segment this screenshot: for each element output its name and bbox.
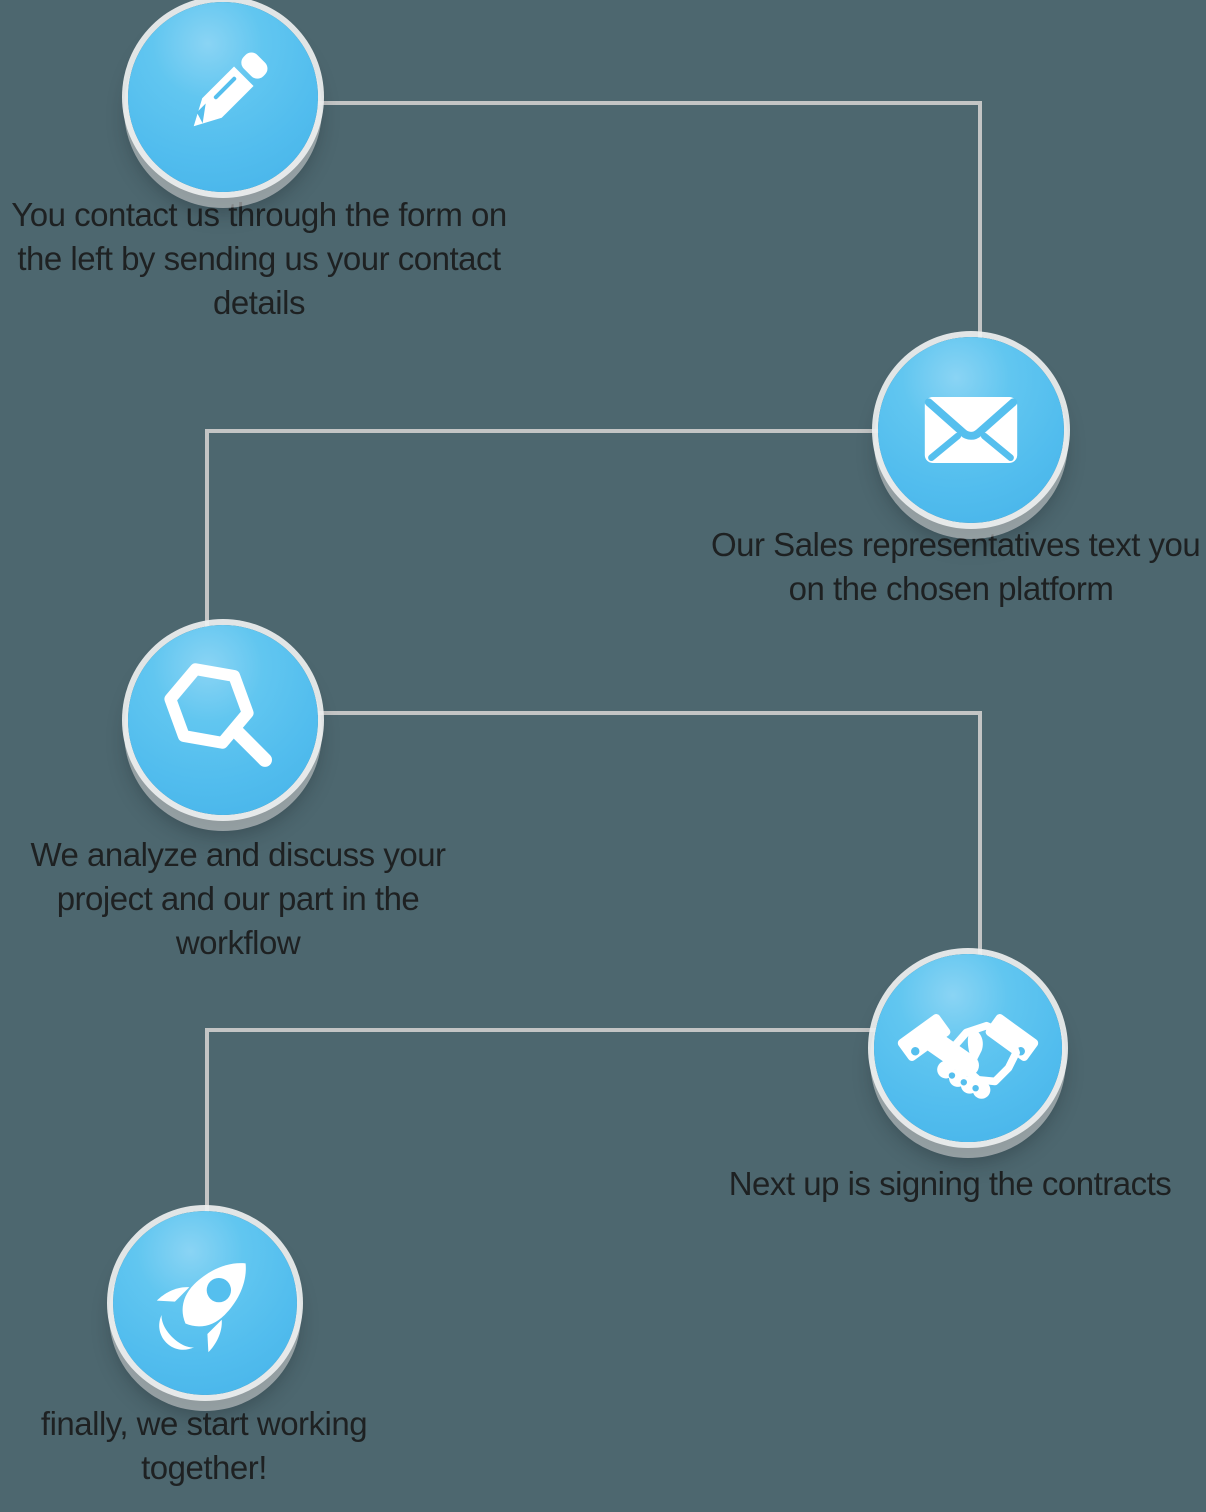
- step-1-caption: You contact us through the form on the l…: [0, 193, 521, 325]
- caption-line: You contact us through the form on: [11, 196, 507, 233]
- caption-line: together!: [141, 1449, 267, 1486]
- handshake-icon: [892, 985, 1044, 1112]
- caption-line: details: [213, 284, 305, 321]
- caption-line: Our Sales representatives text you: [711, 526, 1201, 563]
- step-2-circle: [878, 337, 1064, 523]
- caption-line: We analyze and discuss your: [30, 836, 446, 873]
- magnifier-icon: [153, 650, 293, 790]
- pencil-icon: [163, 37, 283, 157]
- connector-1-horizontal: [314, 101, 982, 105]
- envelope-icon: [905, 364, 1037, 496]
- connector-3-vertical: [978, 711, 982, 960]
- caption-line: project and our part in the: [56, 880, 420, 917]
- connector-1-vertical: [978, 101, 982, 343]
- connector-4-horizontal: [205, 1028, 878, 1032]
- caption-line: the left by sending us your contact: [17, 240, 501, 277]
- step-5-caption: finally, we start working together!: [0, 1402, 464, 1490]
- connector-2-horizontal: [205, 429, 880, 433]
- step-2-caption: Our Sales representatives text you on th…: [711, 523, 1201, 611]
- connector-3-horizontal: [314, 711, 982, 715]
- step-4-circle: [874, 954, 1062, 1142]
- step-3-circle: [128, 625, 318, 815]
- caption-line: finally, we start working: [40, 1405, 368, 1442]
- step-5-circle: [113, 1211, 297, 1395]
- step-4-caption: Next up is signing the contracts: [690, 1162, 1206, 1206]
- step-3-caption: We analyze and discuss your project and …: [0, 833, 498, 965]
- connector-2-vertical: [205, 429, 209, 631]
- step-1-circle: [128, 2, 318, 192]
- caption-line: workflow: [175, 924, 301, 961]
- caption-line: on the chosen platform: [788, 570, 1114, 607]
- connector-4-vertical: [205, 1028, 209, 1217]
- rocket-icon: [138, 1236, 273, 1371]
- caption-line: Next up is signing the contracts: [728, 1165, 1172, 1202]
